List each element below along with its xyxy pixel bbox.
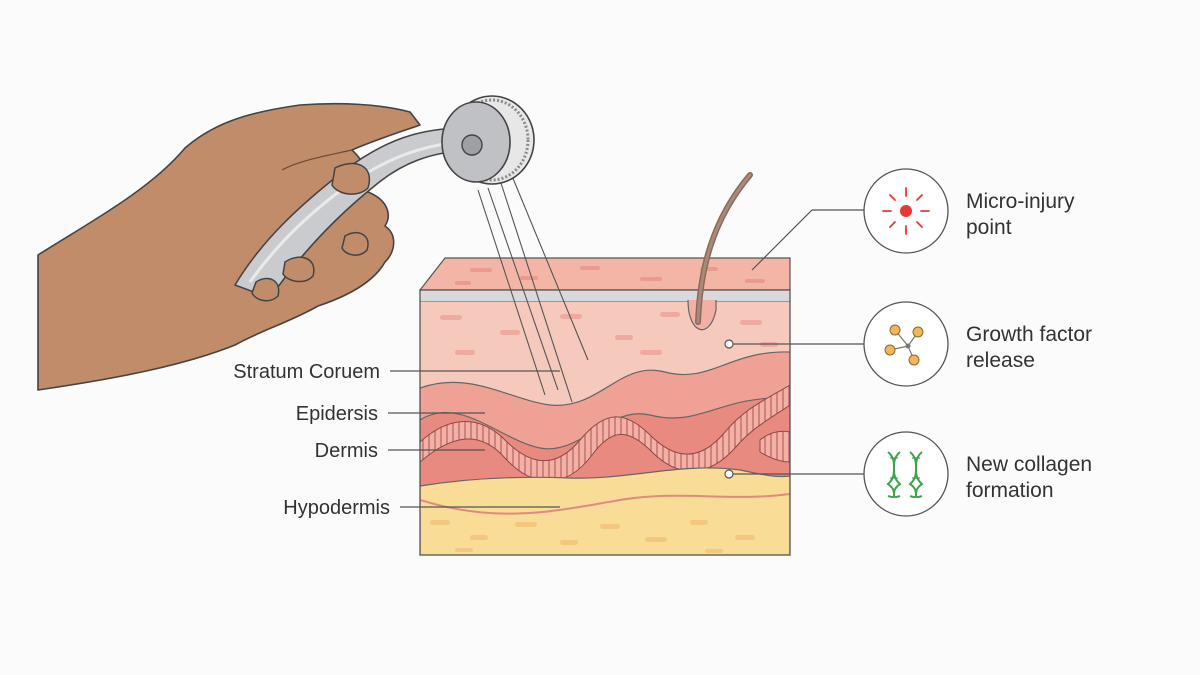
callout-growth-factor: Growth factor release bbox=[863, 301, 1092, 387]
callout-label: point bbox=[966, 216, 1012, 239]
leader-growth-factor bbox=[724, 339, 864, 349]
layer-label-text: Epidersis bbox=[296, 403, 378, 425]
label-stratum-corneum: Stratum Coruem bbox=[233, 361, 560, 383]
stratum-corneum-strip bbox=[419, 289, 791, 303]
skin-surface bbox=[418, 257, 791, 291]
hair-follicle bbox=[687, 172, 753, 331]
label-hypodermis: Hypodermis bbox=[283, 497, 560, 519]
callout-label: New collagen bbox=[966, 453, 1092, 476]
thumb bbox=[331, 162, 371, 195]
callout-label: Micro-injury bbox=[966, 190, 1075, 213]
callouts: Micro-injury point Growth factor release bbox=[724, 168, 1092, 517]
label-epidermis: Epidersis bbox=[296, 403, 485, 425]
callout-label: Growth factor bbox=[966, 323, 1092, 346]
skin-cross-section bbox=[418, 257, 791, 556]
burst-icon bbox=[882, 187, 930, 235]
callout-label: release bbox=[966, 349, 1035, 372]
roller-head bbox=[441, 95, 535, 185]
callout-collagen: New collagen formation bbox=[863, 431, 1092, 517]
label-dermis: Dermis bbox=[315, 440, 485, 462]
dna-icon bbox=[886, 451, 924, 498]
needle-tracks bbox=[477, 175, 589, 403]
hypodermis-layer bbox=[420, 467, 790, 555]
layer-label-text: Dermis bbox=[315, 440, 378, 462]
leader-micro-injury bbox=[751, 209, 864, 271]
leader-collagen bbox=[724, 469, 864, 479]
layer-labels: Stratum Coruem Epidersis Dermis Hypoderm… bbox=[233, 361, 560, 519]
hand-with-dermaroller bbox=[37, 95, 535, 391]
layer-label-text: Hypodermis bbox=[283, 497, 390, 519]
surface-pores bbox=[455, 266, 765, 285]
layer-label-text: Stratum Coruem bbox=[233, 361, 380, 383]
callout-micro-injury: Micro-injury point bbox=[863, 168, 1075, 254]
molecule-icon bbox=[884, 324, 924, 366]
callout-label: formation bbox=[966, 479, 1054, 502]
